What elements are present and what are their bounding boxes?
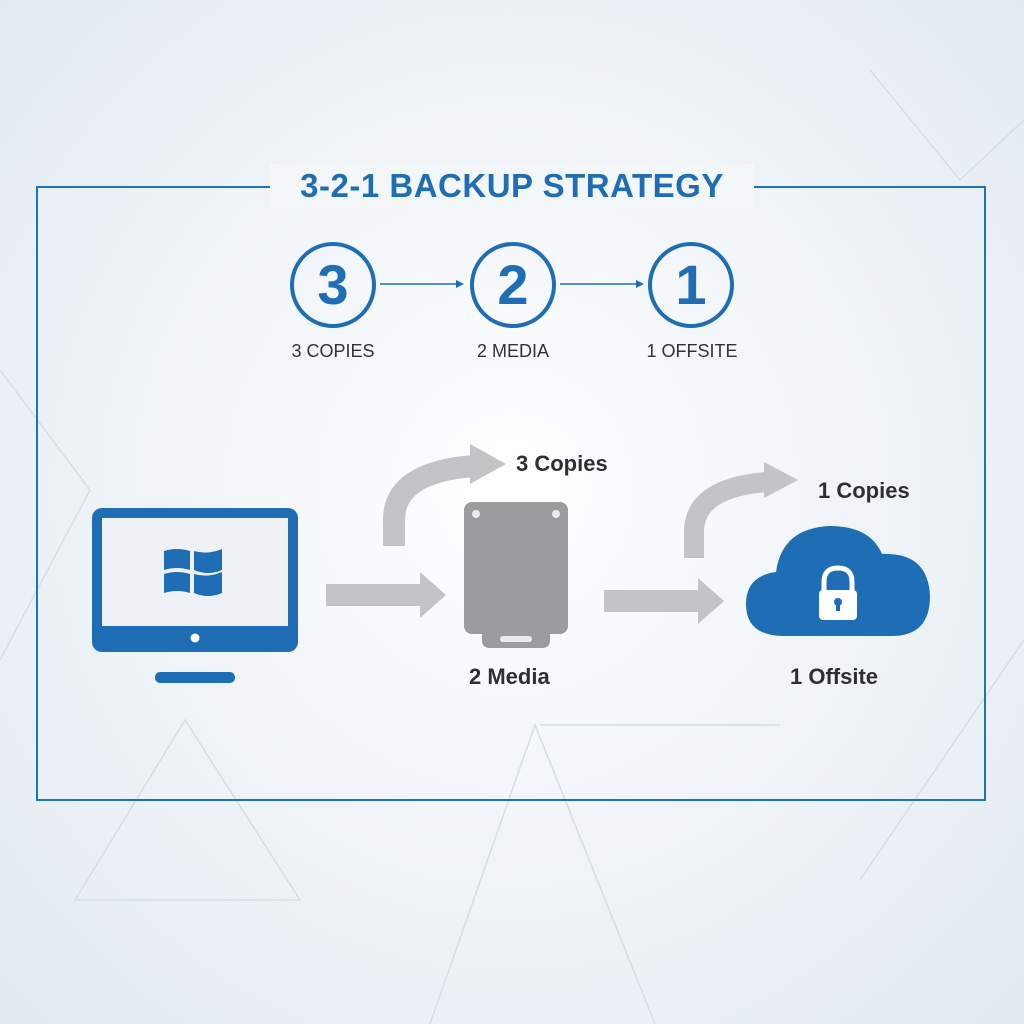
media-label: 2 Media — [469, 664, 550, 689]
step-circle-1: 1 — [648, 242, 734, 328]
step-label-media: 2 MEDIA — [476, 341, 550, 361]
curved-arrow-icon — [383, 444, 506, 546]
copies-label: 3 Copies — [516, 451, 608, 476]
step-circle-3: 3 — [290, 242, 376, 328]
curved-arrow-icon-offsite — [684, 462, 798, 558]
step-label-offsite: 1 OFFSITE — [646, 341, 738, 361]
step-label-copies: 3 COPIES — [291, 341, 375, 361]
computer-monitor-icon — [92, 508, 298, 683]
external-drive-icon — [464, 502, 568, 648]
arrow-right-icon — [326, 572, 446, 618]
step-circle-2: 2 — [470, 242, 556, 328]
offsite-copies-label: 1 Copies — [818, 478, 910, 503]
diagram-title: 3-2-1 BACKUP STRATEGY — [270, 164, 754, 208]
step-connector-2 — [560, 280, 644, 288]
cloud-lock-icon — [746, 526, 930, 636]
step-connector-1 — [380, 280, 464, 288]
windows-logo-icon — [164, 549, 222, 596]
arrow-right-icon-offsite — [604, 578, 724, 624]
offsite-label: 1 Offsite — [790, 664, 879, 689]
